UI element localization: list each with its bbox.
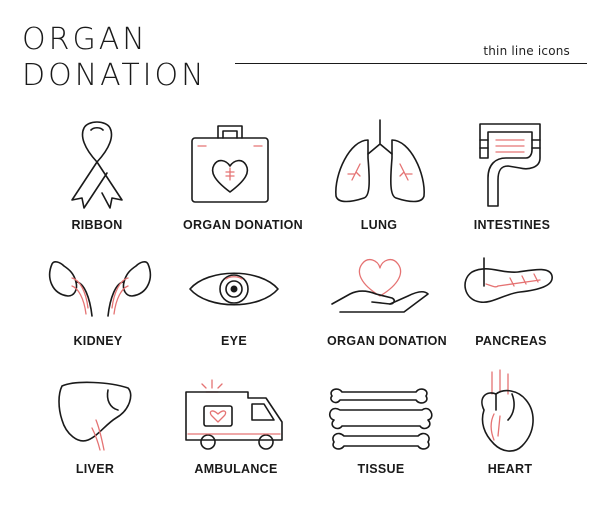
kidneys-icon: [44, 258, 156, 320]
icon-label-organ-donation-2: ORGAN DONATION: [327, 334, 447, 348]
icon-label-pancreas: PANCREAS: [475, 334, 547, 348]
icon-label-lung: LUNG: [360, 218, 398, 232]
bones-icon: [326, 384, 436, 450]
icon-label-ribbon: RIBBON: [71, 218, 123, 232]
icon-label-liver: LIVER: [75, 462, 115, 476]
heart-organ-icon: [474, 369, 544, 454]
liver-icon: [56, 380, 136, 452]
icon-label-kidney: KIDNEY: [73, 334, 123, 348]
page-title: ORGAN DONATION: [22, 22, 207, 94]
hand-heart-icon: [330, 254, 430, 314]
pancreas-icon: [462, 256, 556, 312]
icon-label-organ-donation-1: ORGAN DONATION: [183, 218, 303, 232]
icon-label-tissue: TISSUE: [357, 462, 405, 476]
subtitle: thin line icons: [483, 44, 570, 58]
intestines-icon: [474, 118, 546, 208]
icon-label-intestines: INTESTINES: [473, 218, 551, 232]
ambulance-icon: [182, 376, 286, 452]
medical-case-heart-icon: [190, 120, 272, 205]
lungs-icon: [330, 118, 430, 206]
title-line-1: ORGAN: [22, 22, 148, 57]
header-divider: [235, 63, 587, 64]
icon-label-heart: HEART: [487, 462, 533, 476]
icon-label-eye: EYE: [221, 334, 247, 348]
eye-icon: [188, 266, 280, 312]
icon-label-ambulance: AMBULANCE: [194, 462, 278, 476]
title-line-2: DONATION: [22, 58, 207, 93]
ribbon-icon: [62, 118, 132, 210]
